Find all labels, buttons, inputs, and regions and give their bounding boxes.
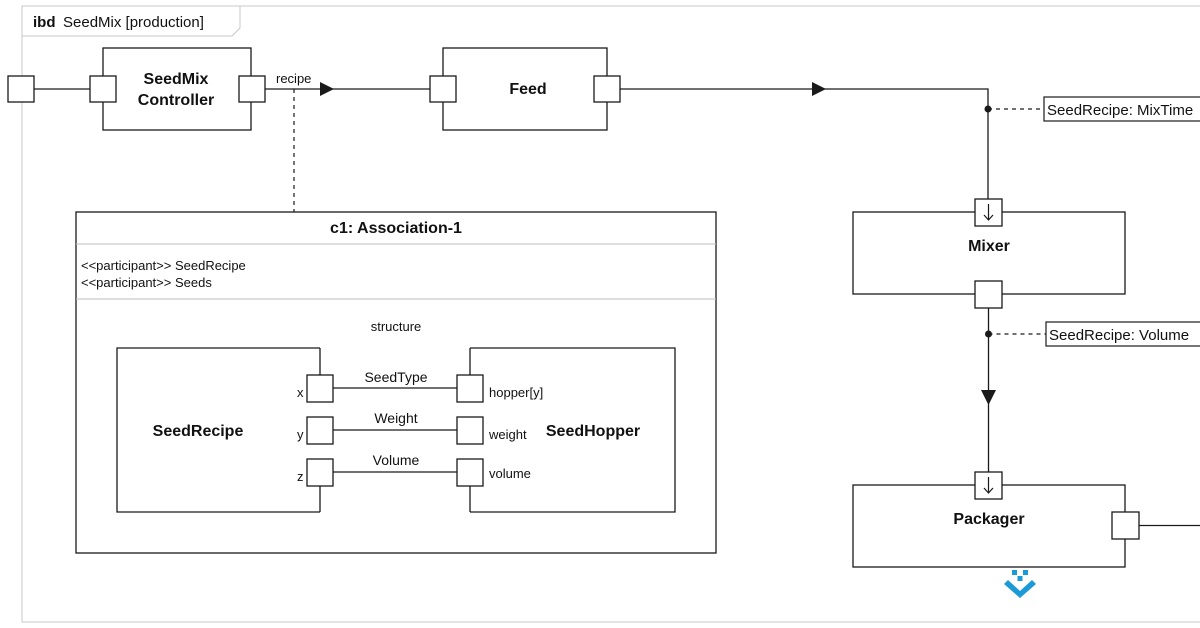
link-label-weight: Weight xyxy=(374,410,417,426)
seedrecipe-part[interactable] xyxy=(116,347,320,513)
frame-name-tab xyxy=(22,6,241,37)
seedrecipe-port-x xyxy=(306,374,334,403)
controller-block[interactable] xyxy=(102,47,252,131)
packager-port-out xyxy=(1111,511,1140,540)
flow-arrow-1 xyxy=(320,82,334,96)
port-label-volume: volume xyxy=(489,466,531,481)
link-label-volume: Volume xyxy=(373,452,420,468)
feed-title: Feed xyxy=(509,81,546,98)
port-label-y: y xyxy=(297,427,304,442)
port-label-x: x xyxy=(297,385,304,400)
controller-title-line2: Controller xyxy=(138,92,214,109)
brand-logo-icon xyxy=(1004,570,1036,598)
association-block[interactable] xyxy=(75,211,717,554)
mixer-port-out xyxy=(974,280,1003,309)
port-label-hopper: hopper[y] xyxy=(489,385,543,400)
controller-title-line1: SeedMix xyxy=(144,71,209,88)
frame-keyword: ibd xyxy=(33,14,56,31)
seedrecipe-title: SeedRecipe xyxy=(153,423,244,440)
feed-port-out xyxy=(593,75,621,103)
participant-line-1: <<participant>> SeedRecipe xyxy=(81,258,246,273)
packager-port-in-arrow-head xyxy=(983,487,994,494)
structure-label: structure xyxy=(371,319,422,334)
seedhopper-title: SeedHopper xyxy=(546,423,640,440)
port-label-weight: weight xyxy=(488,427,527,442)
link-label-seedtype: SeedType xyxy=(364,369,427,385)
flow-arrow-2 xyxy=(812,82,826,96)
association-title: c1: Association-1 xyxy=(330,220,462,237)
diagram-frame xyxy=(21,5,1200,623)
note-mixtime-text: SeedRecipe: MixTime xyxy=(1047,102,1193,119)
seedhopper-part[interactable] xyxy=(470,347,676,513)
packager-title: Packager xyxy=(953,511,1024,528)
mixer-title: Mixer xyxy=(968,238,1010,255)
flow-arrow-3 xyxy=(981,390,996,405)
note-volume-text: SeedRecipe: Volume xyxy=(1049,327,1189,344)
controller-port-in xyxy=(89,75,117,103)
seedrecipe-port-z xyxy=(306,458,334,487)
external-port-left xyxy=(7,75,35,103)
connector-label-recipe: recipe xyxy=(276,71,311,86)
frame-title: SeedMix [production] xyxy=(63,14,204,31)
connector-feed-mixer xyxy=(620,88,989,200)
seedhopper-port-weight xyxy=(456,416,484,445)
mixer-port-in-arrow-head xyxy=(983,214,994,221)
feed-block[interactable] xyxy=(442,47,608,131)
note-mixtime xyxy=(1043,96,1200,122)
controller-port-out xyxy=(238,75,266,103)
seedhopper-port-volume xyxy=(456,458,484,487)
port-label-z: z xyxy=(297,469,304,484)
participant-line-2: <<participant>> Seeds xyxy=(81,275,212,290)
seedhopper-port-hopper xyxy=(456,374,484,403)
note-volume xyxy=(1045,321,1200,347)
feed-port-in xyxy=(429,75,457,103)
seedrecipe-port-y xyxy=(306,416,334,445)
